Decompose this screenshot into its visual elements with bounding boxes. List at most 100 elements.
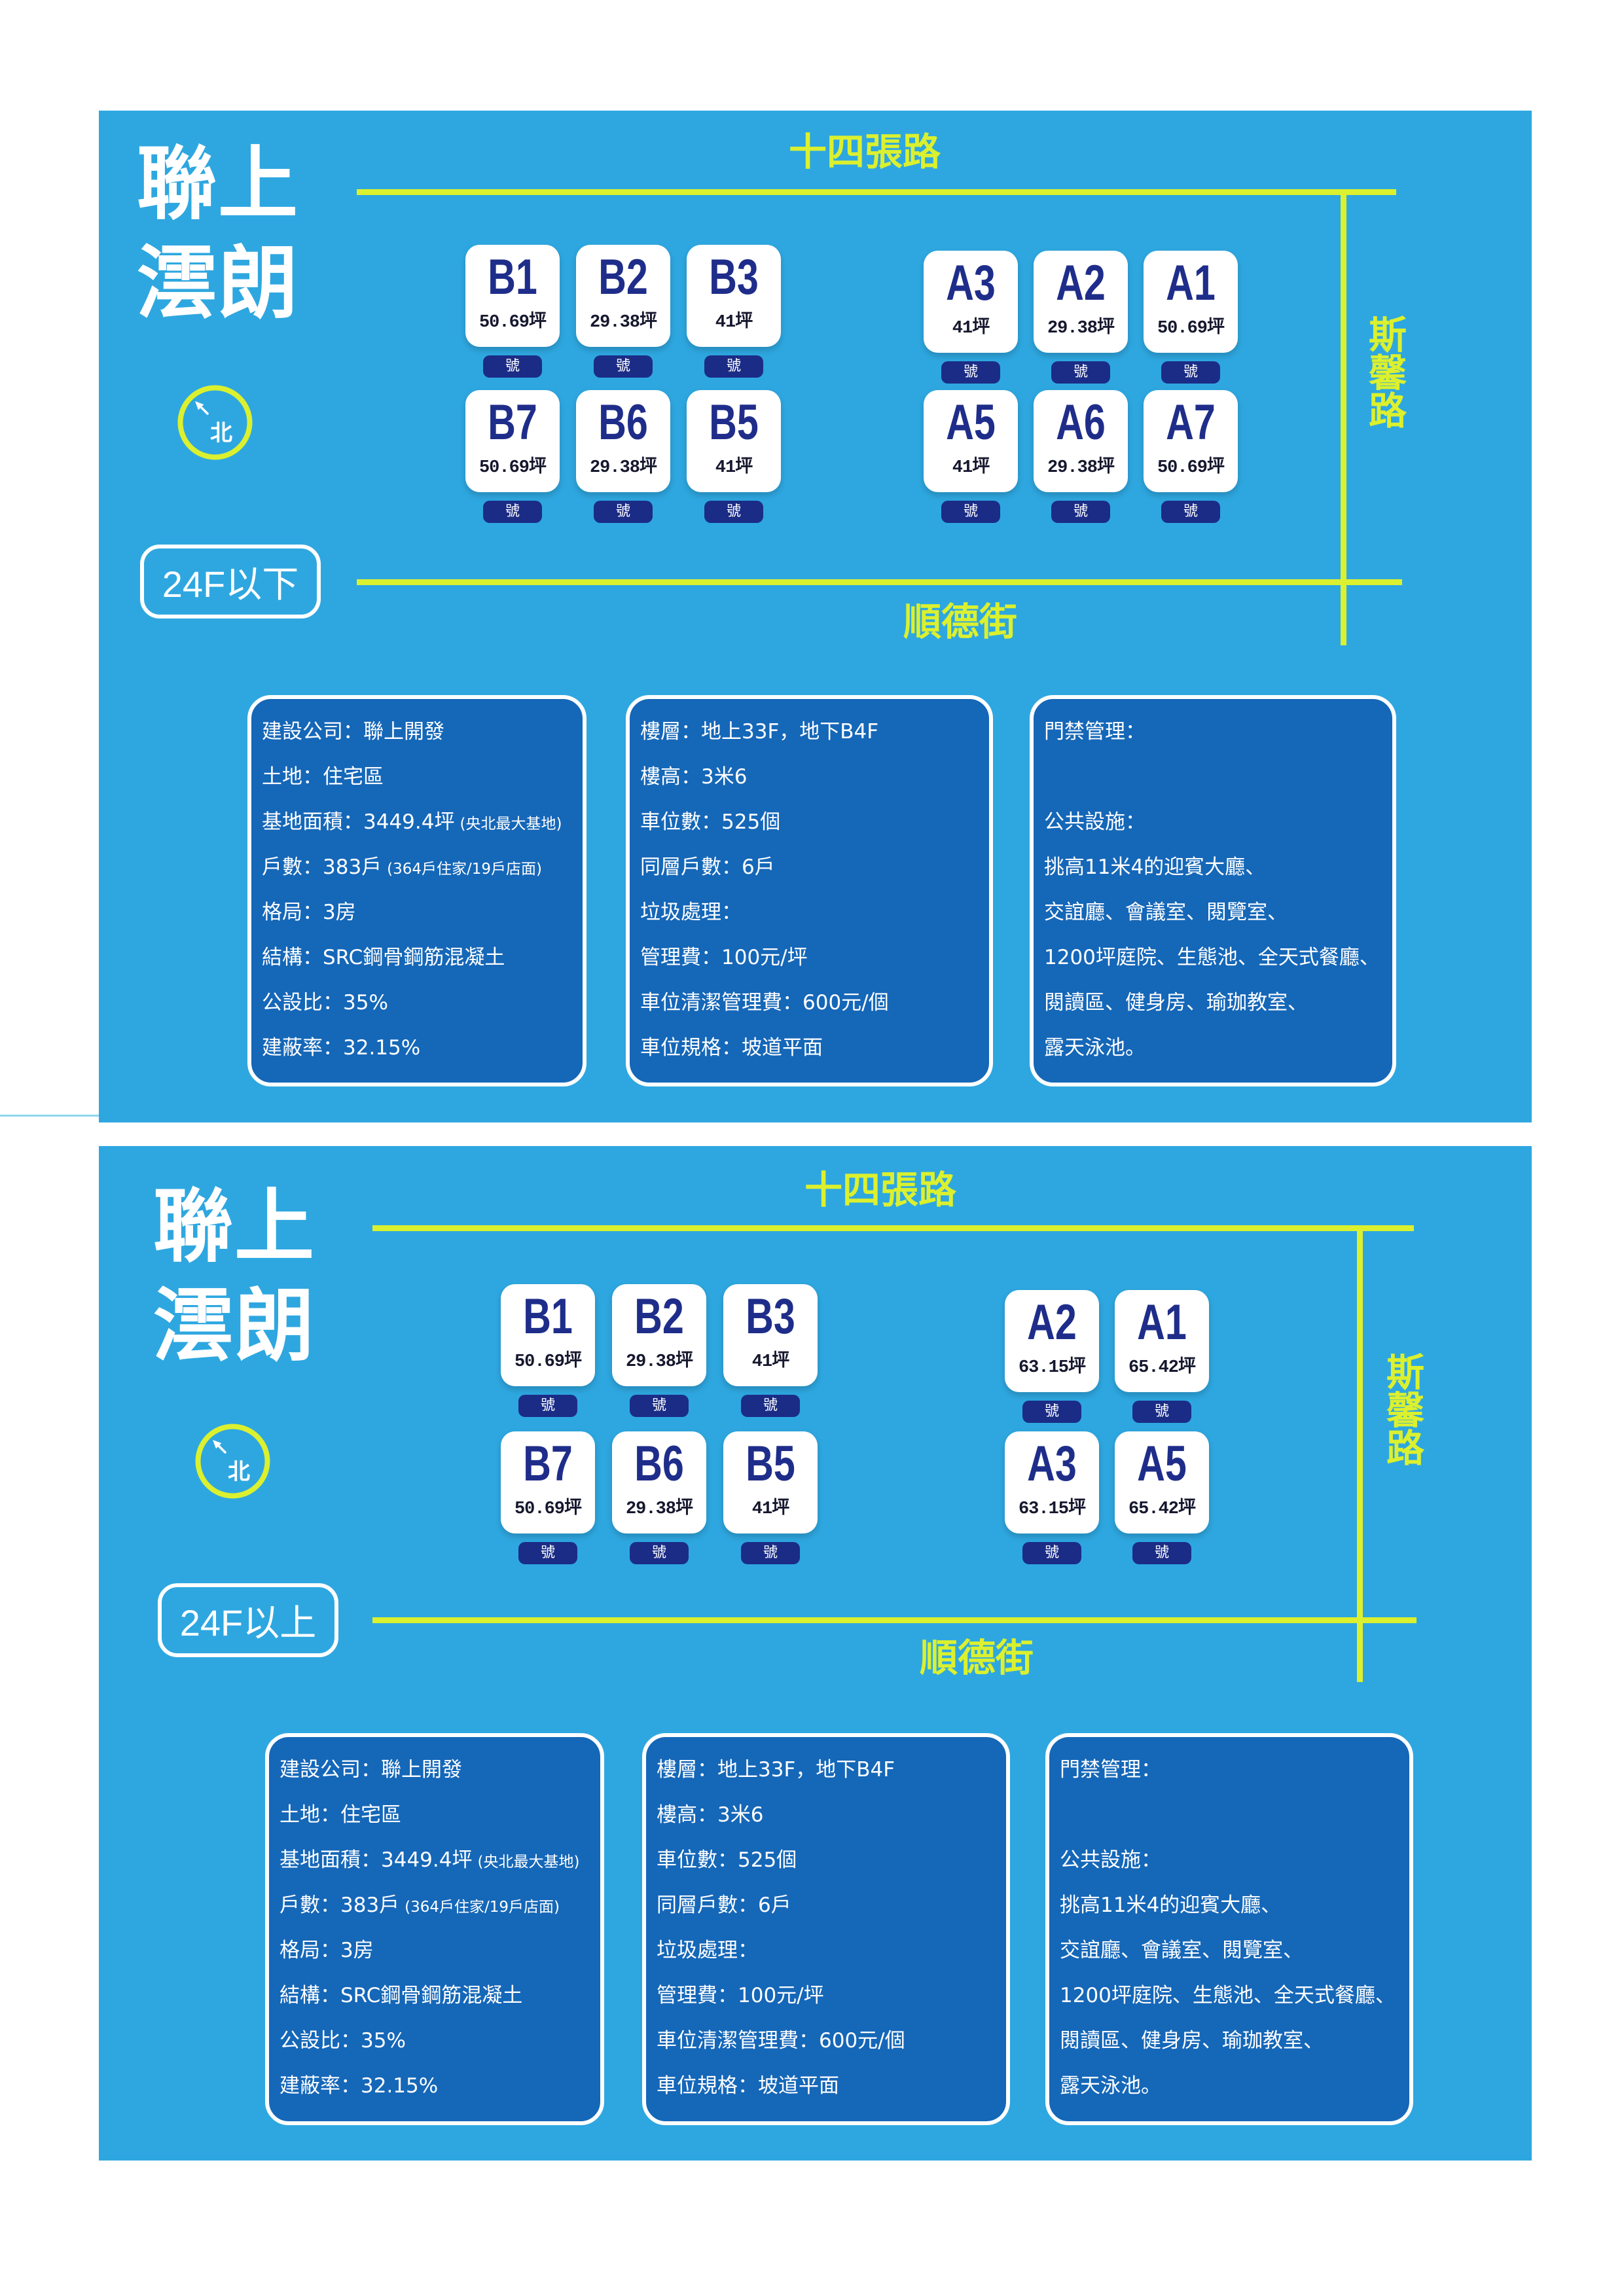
unit-area: 50.69坪: [514, 1499, 582, 1519]
unit-number-tag: 號: [518, 1395, 577, 1417]
unit-label: B6: [598, 395, 648, 450]
info-text: 建設公司：聯上開發: [280, 1758, 462, 1782]
info-line: 露天泳池。: [1044, 1026, 1387, 1071]
road-line-south: [372, 1617, 1416, 1623]
unit-number-tag: 號: [594, 355, 653, 378]
project-title-line-2: 澐朗: [153, 1280, 316, 1372]
unit-label: A5: [946, 395, 996, 450]
info-line: 車位數：525個: [657, 1838, 1001, 1883]
unit-label: A3: [1027, 1436, 1077, 1492]
unit-area: 50.69坪: [1157, 458, 1225, 478]
unit-label: A5: [1137, 1436, 1187, 1492]
unit-label: B5: [746, 1436, 795, 1492]
info-line: 同層戶數：6戶: [657, 1883, 1001, 1928]
info-line: 車位規格：坡道平面: [640, 1026, 984, 1071]
unit-label: A6: [1056, 395, 1106, 450]
info-line: 土地：住宅區: [280, 1793, 595, 1838]
info-text: 同層戶數：6戶: [657, 1893, 791, 1917]
info-line: 車位數：525個: [640, 800, 984, 845]
unit-label: A3: [946, 255, 996, 311]
info-line: 結構：SRC鋼骨鋼筋混凝土: [262, 935, 577, 980]
unit-label: A7: [1166, 395, 1216, 450]
info-note: (央北最大基地): [477, 1854, 580, 1871]
unit-number-tag: 號: [1022, 1401, 1081, 1423]
info-text: 露天泳池。: [1044, 1036, 1146, 1060]
compass-ring: [195, 1424, 270, 1499]
unit-label: B2: [598, 249, 648, 305]
unit-card: A7 50.69坪: [1144, 390, 1238, 492]
info-box-project-overview: 建設公司：聯上開發土地：住宅區基地面積：3449.4坪(央北最大基地)戶數：38…: [265, 1733, 604, 2125]
info-text: 閱讀區、健身房、瑜珈教室、: [1060, 2029, 1324, 2053]
info-line: 門禁管理：: [1060, 1748, 1404, 1793]
info-text: 閱讀區、健身房、瑜珈教室、: [1044, 991, 1308, 1014]
unit-area: 63.15坪: [1018, 1499, 1086, 1519]
unit-label: B1: [523, 1289, 573, 1344]
info-line: 樓高：3米6: [640, 755, 984, 800]
road-line-east: [1357, 1225, 1363, 1682]
info-line: 閱讀區、健身房、瑜珈教室、: [1060, 2018, 1404, 2064]
unit-area: 63.15坪: [1018, 1358, 1086, 1378]
info-line: 同層戶數：6戶: [640, 845, 984, 890]
unit-number-tag: 號: [1132, 1401, 1191, 1423]
info-line: 建設公司：聯上開發: [262, 709, 577, 755]
info-text: 樓層：地上33F，地下B4F: [657, 1758, 895, 1782]
info-line: 戶數：383戶(364戶住家/19戶店面): [280, 1883, 595, 1928]
info-section: 建設公司：聯上開發土地：住宅區基地面積：3449.4坪(央北最大基地)戶數：38…: [262, 709, 577, 1071]
north-arrow-tail: [200, 406, 209, 415]
unit-area: 41坪: [952, 319, 990, 338]
info-text: 戶數：383戶: [262, 855, 382, 879]
info-line: 露天泳池。: [1060, 2064, 1404, 2109]
info-box-project-overview: 建設公司：聯上開發土地：住宅區基地面積：3449.4坪(央北最大基地)戶數：38…: [247, 695, 586, 1086]
unit-area: 41坪: [751, 1352, 789, 1372]
info-line: 建設公司：聯上開發: [280, 1748, 595, 1793]
unit-area: 50.69坪: [478, 458, 547, 478]
info-line: 挑高11米4的迎賓大廳、: [1060, 1883, 1404, 1928]
unit-area: 41坪: [751, 1499, 789, 1519]
info-line: 車位清潔管理費：600元/個: [657, 2018, 1001, 2064]
info-text: 管理費：100元/坪: [640, 946, 808, 969]
unit-number-tag: 號: [483, 355, 542, 378]
info-line: 交誼廳、會議室、閱覽室、: [1060, 1928, 1404, 1973]
unit-number-tag: 號: [630, 1395, 689, 1417]
info-text: 車位清潔管理費：600元/個: [657, 2029, 905, 2053]
info-note: (364戶住家/19戶店面): [405, 1899, 560, 1916]
info-text: 露天泳池。: [1060, 2074, 1161, 2098]
info-text: 建設公司：聯上開發: [262, 720, 444, 744]
north-arrow-icon: 北: [195, 1424, 270, 1499]
unit-number-tag: 號: [483, 501, 542, 523]
info-line: 基地面積：3449.4坪(央北最大基地): [262, 800, 577, 845]
info-section: 門禁管理：: [1060, 1748, 1404, 1793]
info-section: 門禁管理：: [1044, 709, 1387, 755]
road-label-south: 順德街: [919, 1636, 1034, 1680]
compass: 北: [177, 384, 253, 461]
info-line: 管理費：100元/坪: [657, 1973, 1001, 2018]
unit-area: 41坪: [715, 458, 753, 478]
info-line: 垃圾處理：: [657, 1928, 1001, 1973]
info-text: 同層戶數：6戶: [640, 855, 775, 879]
unit-label: B1: [488, 249, 537, 305]
road-line-north: [372, 1225, 1414, 1231]
unit-label: B3: [709, 249, 759, 305]
